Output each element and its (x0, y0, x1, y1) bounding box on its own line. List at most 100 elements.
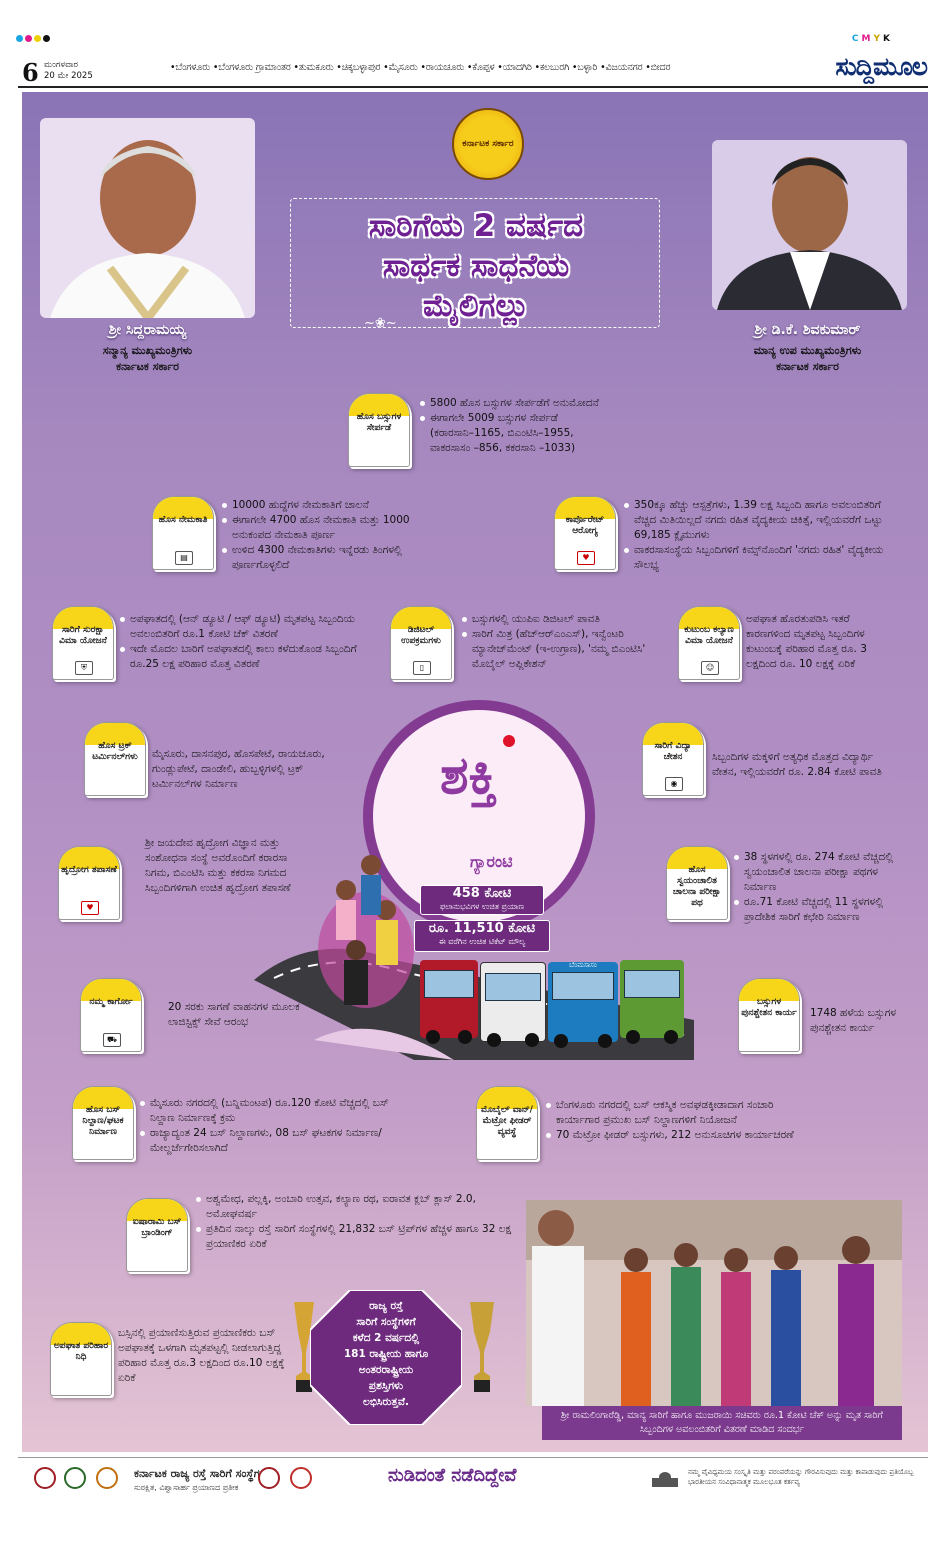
list-item: ಬೆಂಗಳೂರು ನಗರದಲ್ಲಿ ಬಸ್ ಆಕಸ್ಮಿಕ ಅವಘಡಕ್ಕೀಡಾ… (546, 1098, 796, 1128)
ksrtc-seal-icon (34, 1467, 56, 1489)
luxury-buses-text: ಅಶ್ವಮೇಧ, ಪಲ್ಲಕ್ಕಿ, ಅಂಬಾರಿ ಉತ್ಸವ, ಕಲ್ಯಾಣ … (196, 1192, 516, 1252)
milestone-namma-cargo: ನಮ್ಮ ಕಾರ್ಗೋ ⛟ (80, 978, 142, 1052)
heart-icon: ♥ (577, 551, 595, 565)
award-badge (310, 1290, 462, 1425)
milestone-label: ಅಪಘಾತ ಪರಿಹಾರ ನಿಧಿ (53, 1341, 109, 1362)
seal-icon: ◉ (665, 777, 683, 791)
milestone-label: ಹೊಸ ಟ್ರಕ್ ಟರ್ಮಿನಲ್‌ಗಳು (92, 741, 138, 762)
milestone-digital: ಡಿಜಿಟಲ್ ಉಪಕ್ರಮಗಳು ▯ (390, 606, 452, 680)
bus-stand-text: ಮೈಸೂರು ನಗರದಲ್ಲಿ (ಬನ್ನಿಮಂಟಪ) ರೂ.120 ಕೋಟಿ … (140, 1096, 395, 1156)
trophy-right-icon (470, 1302, 494, 1392)
milestone-label: ಬಸ್ಸುಗಳ ಪುನಶ್ಚೇತನ ಕಾರ್ಯ (741, 997, 797, 1018)
milestone-label: ಹೊಸ ನೇಮಕಾತಿ (158, 515, 208, 525)
stat-ticket-value: ರೂ. 11,510 ಕೋಟಿಈ ವರೆಗಿನ ಉಚಿತ ಟಿಕೆಟ್ ಮೌಲ್… (414, 920, 550, 952)
new-buses-text: 5800 ಹೊಸ ಬಸ್ಸುಗಳ ಸೇರ್ಪಡೆಗೆ ಅನುಮೋದನೆ ಈಗಾಗ… (420, 396, 670, 456)
city-list: •ಬೆಂಗಳೂರು •ಬೆಂಗಳೂರು ಗ್ರಾಮಾಂತರ •ತುಮಕೂರು •… (170, 62, 671, 73)
milestone-label: ಸಾರಿಗೆ ಸುರಕ್ಷಾ ವಿಮಾ ಯೋಜನೆ (59, 625, 107, 646)
vidya-chetana-text: ಸಿಬ್ಬಂದಿಗಳ ಮಕ್ಕಳಿಗೆ ಅತ್ಯಧಿಕ ಮೊತ್ತದ ವಿದ್ಯ… (712, 751, 882, 778)
milestone-label: ಹೃದ್ರೋಗ ತಪಾಸಣೆ (61, 865, 117, 875)
dcm-portrait (712, 140, 907, 310)
milestone-recruitment: ಹೊಸ ನೇಮಕಾತಿ▤ (152, 496, 214, 570)
shield-icon: ⛨ (75, 661, 93, 675)
award-line: ಲಭಿಸಿರುತ್ತವೆ. (363, 1396, 409, 1408)
cm-name: ಶ್ರೀ ಸಿದ್ದರಾಮಯ್ಯ (108, 322, 187, 338)
header-rule (18, 86, 928, 88)
event-photo (526, 1200, 902, 1406)
list-item: ವಾಕರಸಾಸಂಸ್ಥೆಯ ಸಿಬ್ಬಂದಿಗಳಿಗೆ ಕಿಮ್ಸ್‌ನೊಂದಿ… (624, 543, 896, 573)
masthead: ಸುದ್ದಿಮೂಲ (835, 52, 928, 81)
milestone-corporate-health: ಕಾರ್ಪೊರೇಟ್ ಆರೋಗ್ಯ♥ (554, 496, 616, 570)
namma-cargo-text: 20 ಸರಕು ಸಾಗಣೆ ವಾಹನಗಳ ಮೂಲಕ ಲಾಜಿಸ್ಟಿಕ್ಸ್ ಸ… (168, 1001, 300, 1028)
kkrtc-seal-icon (96, 1467, 118, 1489)
list-item: ರೂ.71 ಕೋಟಿ ವೆಚ್ಚದಲ್ಲಿ 11 ಸ್ಥಳಗಳಲ್ಲಿ ಪ್ರಾ… (734, 895, 900, 925)
bus-refurbishment-text: 1748 ಹಳೆಯ ಬಸ್ಸುಗಳ ಪುನಶ್ಚೇತನ ಕಾರ್ಯ (810, 1007, 897, 1034)
milestone-luxury-buses: ಐಷಾರಾಮಿ ಬಸ್ ಬ್ರಾಂಡಿಂಗ್ (126, 1198, 188, 1272)
footer-org-name: ಕರ್ನಾಟಕ ರಾಜ್ಯ ರಸ್ತೆ ಸಾರಿಗೆ ಸಂಸ್ಥೆಗಳು (134, 1467, 270, 1480)
vidhana-soudha-icon (652, 1472, 678, 1487)
stat-caption: ಈ ವರೆಗಿನ ಉಚಿತ ಟಿಕೆಟ್ ಮೌಲ್ಯ (438, 937, 526, 946)
list-item: 70 ಮೆಟ್ರೋ ಫೀಡರ್ ಬಸ್ಸುಗಳು, 212 ಅನುಸೂಚಿಗಳ … (546, 1128, 796, 1143)
milestone-label: ನಮ್ಮ ಕಾರ್ಗೋ (89, 997, 133, 1007)
bus-blue: ಬೆಂಮಸಾಸಂ (548, 961, 618, 1048)
shakti-logo: ಶಕ್ತಿ (440, 745, 498, 806)
bus-green (620, 960, 684, 1044)
list-item: 350ಕ್ಕೂ ಹೆಚ್ಚು ಆಸ್ಪತ್ರೆಗಳು, 1.39 ಲಕ್ಷ ಸಿ… (624, 498, 896, 543)
truck-icon: ⛟ (103, 1033, 121, 1047)
stat-beneficiaries: 458 ಕೋಟಿಫಲಾನುಭವಿಗಳ ಉಚಿತ ಪ್ರಯಾಣ (420, 885, 544, 915)
family-icon: ☺ (701, 661, 719, 675)
footer-slogan: ನುಡಿದಂತೆ ನಡೆದಿದ್ದೇವೆ (388, 1465, 517, 1486)
dcm-govt: ಕರ್ನಾಟಕ ಸರ್ಕಾರ (776, 360, 839, 373)
headline-line1: ಸಾರಿಗೆಯ 2 ವರ್ಷದ (368, 208, 584, 244)
milestone-safety-insurance: ಸಾರಿಗೆ ಸುರಕ್ಷಾ ವಿಮಾ ಯೋಜನೆ ⛨ (52, 606, 114, 680)
family-insurance-text: ಅಪಘಾತ ಹೊರತುಪಡಿಸಿ ಇತರೆ ಕಾರಣಗಳಿಂದ ಮೃತಪಟ್ಟ … (746, 613, 867, 670)
headline-line2: ಸಾರ್ಥಕ ಸಾಧನೆಯ (382, 248, 570, 284)
stat-value: ರೂ. 11,510 ಕೋಟಿ (428, 921, 536, 936)
mobile-van-text: ಬೆಂಗಳೂರು ನಗರದಲ್ಲಿ ಬಸ್ ಆಕಸ್ಮಿಕ ಅವಘಡಕ್ಕೀಡಾ… (546, 1098, 796, 1143)
milestone-label: ಡಿಜಿಟಲ್ ಉಪಕ್ರಮಗಳು (401, 625, 441, 646)
list-item: ಈಗಾಗಲೇ 5009 ಬಸ್ಸುಗಳ ಸೇರ್ಪಡೆ (420, 411, 670, 426)
dcm-role: ಮಾನ್ಯ ಉಪ ಮುಖ್ಯಮಂತ್ರಿಗಳು (753, 344, 862, 357)
guarantee-label: ಗ್ಯಾರಂಟಿ (470, 852, 513, 871)
milestone-new-buses: ಹೊಸ ಬಸ್ಸುಗಳ ಸೇರ್ಪಡೆ (348, 393, 410, 467)
headline-line3: ಮೈಲಿಗಲ್ಲು (422, 288, 530, 324)
headline: ಸಾರಿಗೆಯ 2 ವರ್ಷದ ಸಾರ್ಥಕ ಸಾಧನೆಯ ಮೈಲಿಗಲ್ಲು (300, 206, 652, 326)
recruitment-text: 10000 ಹುದ್ದೆಗಳ ನೇಮಕಾತಿಗೆ ಚಾಲನೆ ಈಗಾಗಲೇ 47… (222, 498, 422, 573)
footer-duty-text: ನಮ್ಮ ವೈವಿಧ್ಯಮಯ ಸಂಸ್ಕೃತಿ ಮತ್ತು ಪರಂಪರೆಯನ್ನ… (688, 1468, 914, 1486)
bmtc-seal-icon (64, 1467, 86, 1489)
corporate-health-text: 350ಕ್ಕೂ ಹೆಚ್ಚು ಆಸ್ಪತ್ರೆಗಳು, 1.39 ಲಕ್ಷ ಸಿ… (624, 498, 896, 573)
date-label: 20 ಮೇ 2025 (44, 71, 93, 81)
milestone-mobile-van: ಮೊಬೈಲ್ ವಾನ್/ಮೆಟ್ರೋ ಫೀಡರ್ ವ್ಯವಸ್ಥೆ (476, 1086, 538, 1160)
dcm-name: ಶ್ರೀ ಡಿ.ಕೆ. ಶಿವಕುಮಾರ್ (754, 322, 861, 338)
milestone-label: ಹೊಸ ಬಸ್ ನಿಲ್ದಾಣ/ಘಟಕ ನಿರ್ಮಾಣ (82, 1105, 124, 1137)
heart-hand-icon: ♥ (81, 901, 99, 915)
milestone-family-insurance: ಕುಟುಂಬ ಕಲ್ಯಾಣ ವಿಮಾ ಯೋಜನೆ☺ (678, 606, 740, 680)
milestone-label: ಹೊಸ ಬಸ್ಸುಗಳ ಸೇರ್ಪಡೆ (356, 412, 402, 433)
bus-white (480, 962, 546, 1047)
photo-caption: ಶ್ರೀ ರಾಮಲಿಂಗಾರೆಡ್ಡಿ, ಮಾನ್ಯ ಸಾರಿಗೆ ಹಾಗೂ ಮ… (542, 1406, 902, 1440)
truck-terminals-text: ಮೈಸೂರು, ದಾಸನಪುರ, ಹೊಸಪೇಟೆ, ರಾಯಚೂರು, ಗುಂಡ್… (152, 748, 325, 790)
phone-icon: ▯ (413, 661, 431, 675)
milestone-label: ಮೊಬೈಲ್ ವಾನ್/ಮೆಟ್ರೋ ಫೀಡರ್ ವ್ಯವಸ್ಥೆ (481, 1105, 533, 1137)
list-item: 38 ಸ್ಥಳಗಳಲ್ಲಿ ರೂ. 274 ಕೋಟಿ ವೆಚ್ಚದಲ್ಲಿ ಸ್… (734, 850, 900, 895)
list-item: ಸಾರಿಗೆ ಮಿತ್ರ (ಹೆಚ್‌ಆರ್‌ಎಂಎಸ್), ಇನ್ವೆಂಟರಿ… (462, 627, 672, 672)
milestone-truck-terminals: ಹೊಸ ಟ್ರಕ್ ಟರ್ಮಿನಲ್‌ಗಳು (84, 722, 146, 796)
women-passengers-image (318, 855, 414, 1008)
stat-caption: ಫಲಾನುಭವಿಗಳ ಉಚಿತ ಪ್ರಯಾಣ (439, 902, 525, 911)
award-line: 181 ರಾಷ್ಟ್ರೀಯ ಹಾಗೂ (343, 1348, 429, 1360)
cmyk-mark: CMYK (851, 34, 893, 44)
milestone-vidya-chetana: ಸಾರಿಗೆ ವಿದ್ಯಾ ಚೇತನ◉ (642, 722, 704, 796)
list-item: ಪ್ರತಿದಿನ ನಾಲ್ಕು ರಸ್ತೆ ಸಾರಿಗೆ ಸಂಸ್ಥೆಗಳಲ್ಲ… (196, 1222, 516, 1252)
trophy-left-icon (294, 1302, 314, 1392)
heart-checkup-text: ಶ್ರೀ ಜಯದೇವ ಹೃದ್ರೋಗ ವಿಜ್ಞಾನ ಮತ್ತು ಸಂಶೋಧನಾ… (145, 837, 291, 894)
emblem-text: ಕರ್ನಾಟಕ ಸರ್ಕಾರ (462, 138, 514, 149)
list-item: 5800 ಹೊಸ ಬಸ್ಸುಗಳ ಸೇರ್ಪಡೆಗೆ ಅನುಮೋದನೆ (420, 396, 670, 411)
transport-dept-seal-icon (290, 1467, 312, 1489)
bus-red (420, 960, 478, 1044)
ornament-left-icon: ~❀~ (364, 316, 397, 331)
cm-portrait (40, 118, 255, 318)
award-line: ಅಂತರರಾಷ್ಟ್ರೀಯ (358, 1364, 414, 1376)
award-line: ಸಾರಿಗೆ ಸಂಸ್ಥೆಗಳಿಗೆ (356, 1316, 416, 1328)
cm-govt: ಕರ್ನಾಟಕ ಸರ್ಕಾರ (116, 360, 179, 373)
nwkrtc-seal-icon (258, 1467, 280, 1489)
